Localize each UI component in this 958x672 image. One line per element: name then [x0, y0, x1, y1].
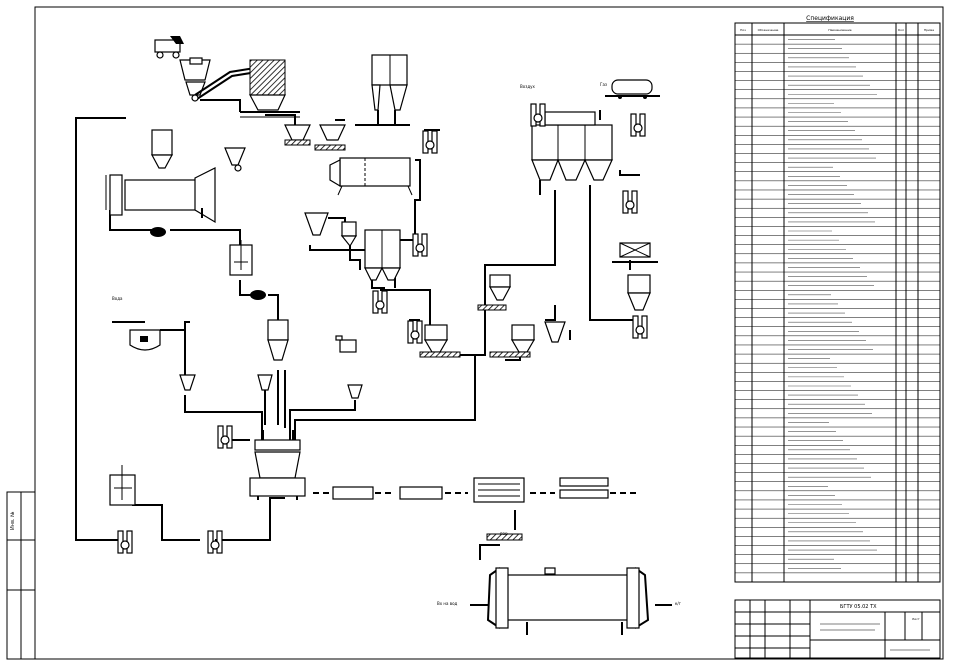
- pump-9: [630, 113, 646, 137]
- pump-7: [207, 530, 223, 554]
- side-stamp: Инв. №: [10, 511, 16, 530]
- press-machine: [249, 430, 306, 500]
- label-air: Воздух: [520, 84, 535, 89]
- equipment: [105, 36, 660, 635]
- label-gas: Газ: [600, 82, 607, 87]
- pump-11: [632, 315, 648, 339]
- doc-code: БГТУ 05.02 ТХ: [840, 604, 877, 610]
- label-stream-bottom: Вх на вод: [437, 601, 458, 606]
- silo-battery: [531, 111, 613, 181]
- specification-table: Спецификация Поз Обозначение Наименовани…: [734, 15, 941, 583]
- label-water: Вода: [112, 296, 123, 301]
- sheet-frame: [34, 6, 944, 660]
- pump-2: [407, 320, 423, 344]
- spec-header-name: Наименование: [828, 28, 851, 32]
- sheet-label: Лист: [912, 617, 920, 621]
- stream-labels: Вода Воздух Газ пар Вх на вод к/г: [112, 82, 681, 606]
- pump-8: [530, 103, 546, 127]
- spec-header-note: Приме: [924, 28, 934, 32]
- spec-header-pos: Поз: [740, 28, 746, 32]
- pump-1: [372, 290, 388, 314]
- pump-6: [117, 530, 133, 554]
- label-condensate: к/г: [675, 601, 681, 606]
- spec-title: Спецификация: [806, 15, 854, 22]
- autoclave: [486, 567, 650, 635]
- pipelines: [75, 99, 672, 635]
- pump-3: [412, 233, 428, 257]
- pump-10: [622, 190, 638, 214]
- spec-header-code: Обозначение: [758, 28, 779, 32]
- truck-icon: [154, 36, 184, 59]
- title-block: БГТУ 05.02 ТХ Лист: [734, 599, 941, 659]
- label-steam: пар: [500, 531, 508, 536]
- spec-header-qty: Кол: [898, 28, 904, 32]
- pump-5: [217, 425, 233, 449]
- pump-4: [422, 130, 438, 154]
